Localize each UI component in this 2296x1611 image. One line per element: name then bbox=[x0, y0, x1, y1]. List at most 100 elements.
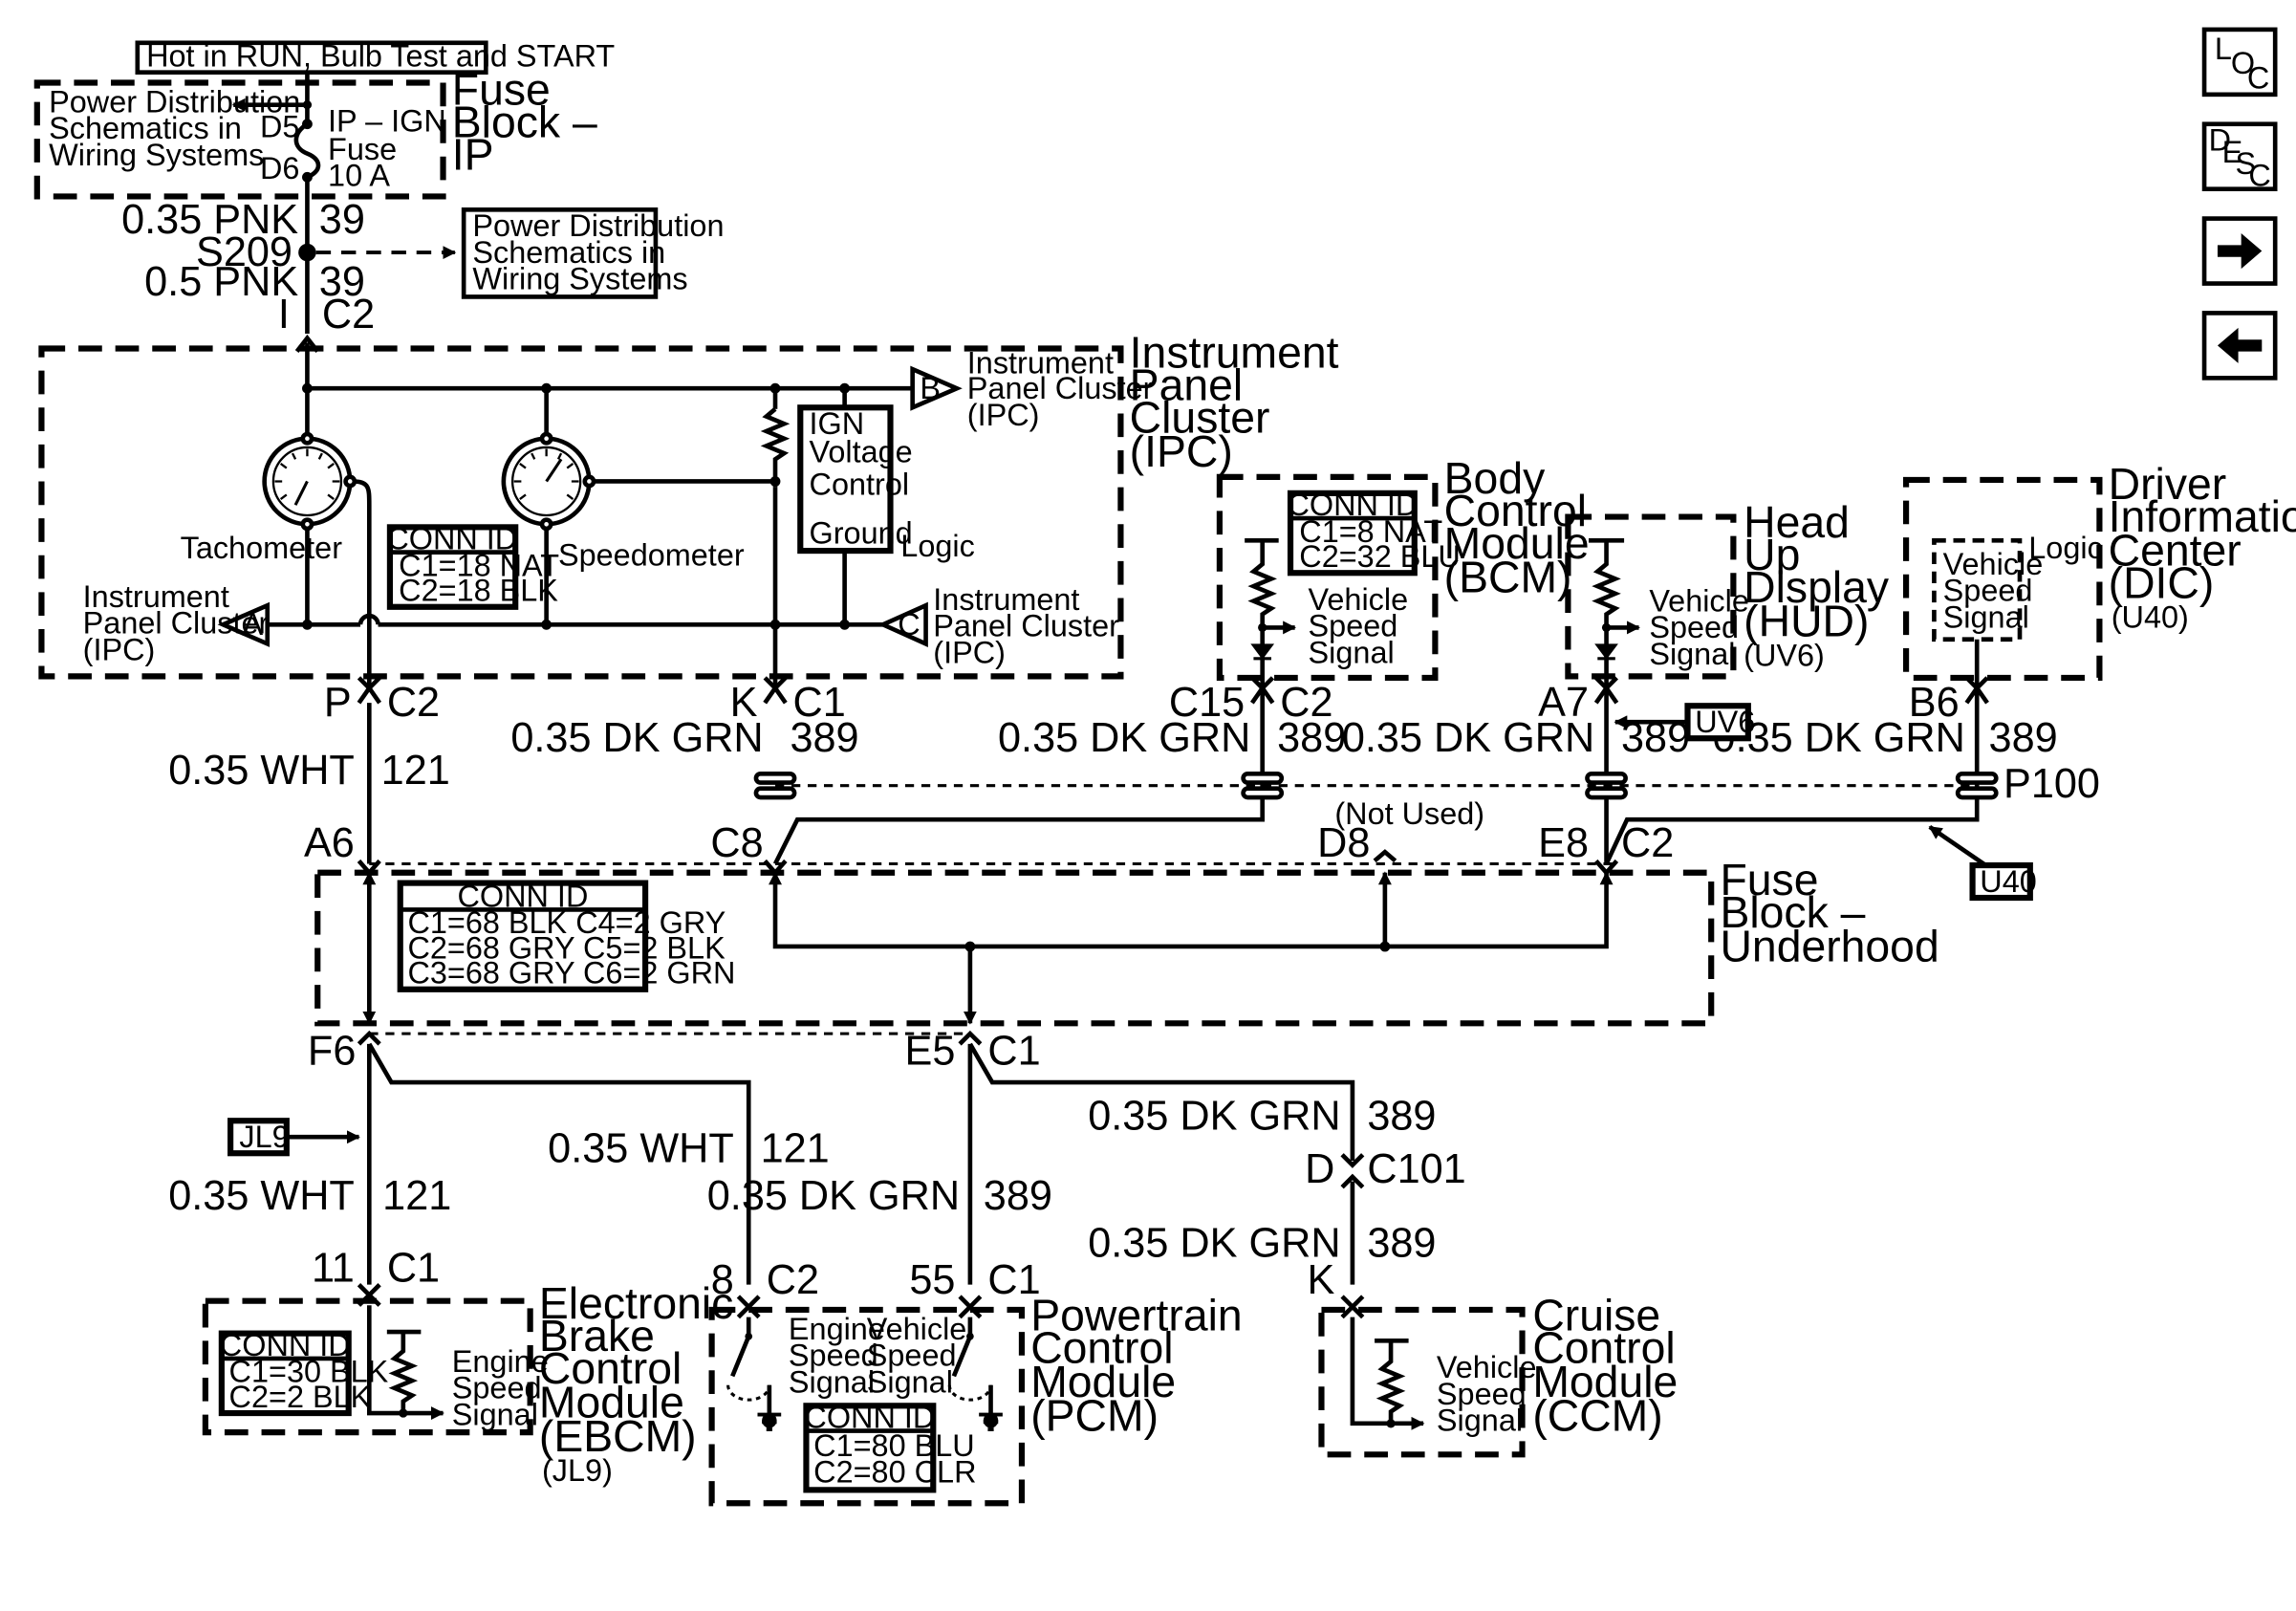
svg-text:Vehicle: Vehicle bbox=[1437, 1350, 1537, 1384]
svg-text:Signal: Signal bbox=[1437, 1404, 1523, 1438]
ipc-conn-id: CONN ID C1=18 NAT C2=18 BLK bbox=[386, 522, 559, 610]
wire-39-circuit-1: 39 bbox=[319, 197, 365, 243]
dic-outline bbox=[1902, 476, 2103, 681]
connector-8 bbox=[736, 1295, 761, 1319]
svg-text:Schematics in: Schematics in bbox=[472, 235, 665, 270]
svg-text:Panel Cluster: Panel Cluster bbox=[933, 609, 1119, 643]
svg-text:Hot in RUN, Bulb Test and STAR: Hot in RUN, Bulb Test and START bbox=[146, 39, 615, 74]
wire-389-circuit-pcm: 389 bbox=[984, 1173, 1052, 1219]
svg-text:Head: Head bbox=[1744, 497, 1850, 547]
wire-389-gauge-ccm-1: 0.35 DK GRN bbox=[1088, 1094, 1340, 1140]
svg-text:Information: Information bbox=[2109, 491, 2296, 541]
svg-text:C1=80 BLU: C1=80 BLU bbox=[813, 1428, 975, 1463]
svg-text:Up: Up bbox=[1744, 530, 1800, 579]
jl9-tag[interactable]: JL9 bbox=[227, 1118, 290, 1157]
pin-k-conn: C1 bbox=[793, 680, 846, 726]
svg-text:Cluster: Cluster bbox=[1130, 393, 1270, 443]
ipc-tach-out bbox=[351, 479, 372, 687]
loc-button[interactable]: L O C bbox=[2201, 27, 2278, 98]
svg-text:(HUD): (HUD) bbox=[1744, 597, 1869, 646]
svg-text:Signal: Signal bbox=[789, 1364, 875, 1399]
svg-text:IP: IP bbox=[452, 130, 494, 180]
connector-c101 bbox=[1340, 1153, 1365, 1189]
svg-text:Signal: Signal bbox=[867, 1364, 953, 1399]
svg-text:C: C bbox=[898, 607, 920, 642]
svg-text:(BCM): (BCM) bbox=[1444, 552, 1572, 601]
svg-text:Speed: Speed bbox=[1437, 1377, 1527, 1411]
svg-text:Control: Control bbox=[1444, 486, 1587, 535]
wire-121-circuit-top: 121 bbox=[381, 748, 450, 794]
ipc-ref-c[interactable]: C Instrument Panel Cluster (IPC) bbox=[877, 582, 1119, 670]
ipc-ref-a[interactable]: A Instrument Panel Cluster (IPC) bbox=[83, 579, 271, 667]
wire-389-gauge-k: 0.35 DK GRN bbox=[510, 715, 763, 761]
loc-c: C bbox=[2247, 61, 2269, 96]
bcm-wire bbox=[772, 657, 1266, 865]
svg-text:Module: Module bbox=[1030, 1357, 1176, 1406]
pin-11-conn: C1 bbox=[387, 1246, 440, 1292]
wire-121-gauge-ebcm: 0.35 WHT bbox=[168, 1173, 355, 1219]
svg-text:Vehicle: Vehicle bbox=[1309, 582, 1409, 617]
svg-text:B: B bbox=[920, 371, 941, 405]
pin-e8-conn: C2 bbox=[1621, 820, 1674, 866]
next-button[interactable] bbox=[2201, 216, 2278, 286]
svg-text:(CCM): (CCM) bbox=[1532, 1391, 1662, 1441]
svg-text:C3=68 GRY C6=2 GRN: C3=68 GRY C6=2 GRN bbox=[407, 956, 735, 991]
svg-text:Brake: Brake bbox=[539, 1311, 655, 1361]
pin-d: D bbox=[1305, 1146, 1334, 1192]
svg-text:C1=30 BLK: C1=30 BLK bbox=[229, 1355, 389, 1389]
wire-121-circuit-ebcm: 121 bbox=[382, 1173, 451, 1219]
svg-text:Signal: Signal bbox=[1649, 637, 1735, 671]
ipc-ref-b[interactable]: B Instrument Panel Cluster (IPC) bbox=[910, 346, 1154, 432]
svg-text:Center: Center bbox=[2109, 526, 2242, 576]
uv6-tag[interactable]: UV6 bbox=[1684, 703, 1755, 742]
desc-button[interactable]: D E S C bbox=[2201, 121, 2278, 193]
svg-text:IP – IGN: IP – IGN bbox=[328, 103, 446, 138]
svg-text:Speed: Speed bbox=[452, 1371, 542, 1405]
u40-tag[interactable]: U40 bbox=[1969, 861, 2037, 902]
wire-389-gauge-ccm-2: 0.35 DK GRN bbox=[1088, 1220, 1340, 1266]
svg-text:CONN ID: CONN ID bbox=[386, 522, 517, 556]
arrow-left-icon bbox=[2217, 327, 2263, 363]
svg-text:Module: Module bbox=[539, 1378, 684, 1427]
pin-k: K bbox=[730, 680, 758, 726]
pin-e5: E5 bbox=[905, 1029, 956, 1075]
svg-text:CONN ID: CONN ID bbox=[220, 1328, 351, 1362]
svg-text:Ground: Ground bbox=[810, 515, 913, 550]
pin-p: P bbox=[324, 680, 352, 726]
tachometer-gauge-icon bbox=[262, 431, 357, 532]
connector-k-ccm bbox=[1340, 1295, 1365, 1319]
svg-text:Instrument: Instrument bbox=[1130, 328, 1339, 378]
pcm-conn-id: CONN ID C1=80 BLU C2=80 CLR bbox=[803, 1400, 976, 1493]
bcm-signal-label: Vehicle Speed Signal bbox=[1309, 582, 1409, 670]
svg-text:Powertrain: Powertrain bbox=[1030, 1291, 1242, 1340]
engine-speed-switch-icon bbox=[726, 1317, 782, 1431]
svg-text:C2=32 BLU: C2=32 BLU bbox=[1299, 539, 1461, 574]
svg-text:Cruise: Cruise bbox=[1532, 1291, 1660, 1340]
power-dist-ref-1[interactable]: Power Distribution Schematics in Wiring … bbox=[49, 84, 300, 172]
svg-text:Control: Control bbox=[1030, 1323, 1173, 1373]
twisted-marker-bcm bbox=[1241, 771, 1285, 800]
svg-text:Module: Module bbox=[1532, 1357, 1678, 1406]
pcm-engine-speed-label: Engine Speed Signal bbox=[789, 1312, 885, 1400]
svg-text:C2=18 BLK: C2=18 BLK bbox=[399, 574, 558, 608]
svg-text:(IPC): (IPC) bbox=[933, 635, 1006, 669]
pin-11: 11 bbox=[312, 1246, 355, 1292]
ipc-outline bbox=[38, 345, 1124, 680]
power-dist-ref-2[interactable]: Power Distribution Schematics in Wiring … bbox=[461, 207, 725, 299]
hot-label-box: Hot in RUN, Bulb Test and START bbox=[135, 39, 615, 75]
svg-text:Power Distribution: Power Distribution bbox=[49, 84, 300, 119]
hud-pullup bbox=[1589, 537, 1625, 658]
svg-text:Panel Cluster: Panel Cluster bbox=[83, 606, 270, 641]
desc-e: E bbox=[2222, 135, 2243, 169]
ccm-title: Cruise Control Module (CCM) bbox=[1532, 1291, 1678, 1441]
back-button[interactable] bbox=[2201, 311, 2278, 381]
dic-logic-label: Logic bbox=[2028, 531, 2103, 565]
svg-text:Speed: Speed bbox=[789, 1339, 878, 1373]
svg-text:Instrument: Instrument bbox=[967, 346, 1114, 381]
svg-text:Vehicle: Vehicle bbox=[867, 1312, 967, 1346]
wire-389-gauge-pcm: 0.35 DK GRN bbox=[707, 1173, 960, 1219]
vehicle-speed-switch-icon bbox=[947, 1317, 1003, 1431]
speedometer-gauge-icon bbox=[501, 431, 596, 532]
svg-text:U40: U40 bbox=[1980, 864, 2036, 899]
pin-a6: A6 bbox=[304, 820, 355, 866]
